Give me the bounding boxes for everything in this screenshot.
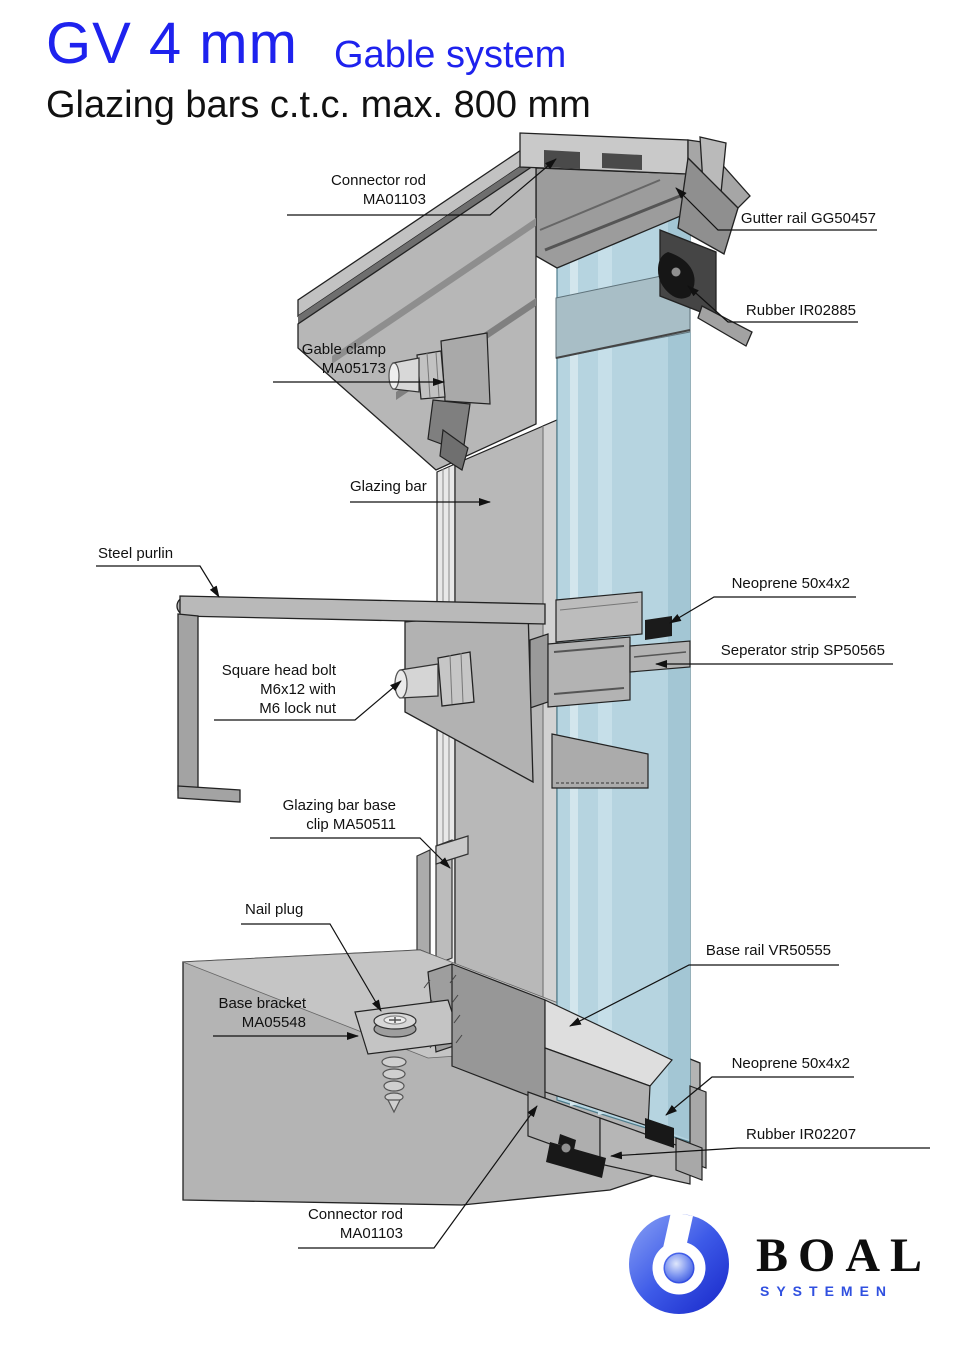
- label-seperator-strip: Seperator strip SP50565: [720, 642, 885, 659]
- gable-clamp-drawing: [388, 332, 491, 471]
- boal-logo-subtitle: SYSTEMEN: [760, 1283, 894, 1299]
- nail-plug-drawing: [373, 1012, 417, 1038]
- boal-logo-icon: [629, 1212, 729, 1314]
- label-gable-clamp: Gable clamp MA05173: [301, 341, 386, 377]
- screw-coil-drawing: [381, 1056, 407, 1114]
- label-rubber-bottom: Rubber IR02207: [746, 1126, 857, 1143]
- label-square-head-bolt: Square head bolt M6x12 with M6 lock nut: [221, 662, 336, 717]
- rubber-ir02207-drawing: [546, 1142, 606, 1178]
- label-steel-purlin: Steel purlin: [98, 545, 174, 562]
- boal-logo-name: BOAL: [756, 1229, 933, 1282]
- label-connector-rod-bottom: Connector rod MA01103: [307, 1206, 403, 1242]
- page-subtitle: Glazing bars c.t.c. max. 800 mm: [46, 84, 591, 126]
- label-gutter-rail: Gutter rail GG50457: [740, 210, 876, 227]
- label-base-bracket: Base bracket MA05548: [218, 995, 306, 1031]
- square-head-bolt-drawing: [394, 651, 475, 707]
- separator-strip-drawing: [529, 591, 691, 789]
- page-system-title: Gable system: [334, 34, 567, 76]
- label-neoprene-bottom: Neoprene 50x4x2: [731, 1055, 850, 1072]
- label-glazing-bar-base-clip: Glazing bar base clip MA50511: [282, 797, 396, 833]
- steel-purlin-drawing: [176, 595, 546, 803]
- base-clip-drawing: [416, 835, 469, 969]
- page-title: GV 4 mm: [46, 11, 298, 76]
- label-rubber-top: Rubber IR02885: [745, 302, 856, 319]
- leader-lines: [96, 158, 930, 1249]
- label-base-rail: Base rail VR50555: [705, 942, 831, 959]
- neoprene-bottom-drawing: [645, 1118, 674, 1148]
- label-glazing-bar: Glazing bar: [350, 478, 427, 495]
- label-connector-rod-top: Connector rod MA01103: [330, 172, 426, 208]
- label-nail-plug: Nail plug: [245, 901, 304, 918]
- label-neoprene-top: Neoprene 50x4x2: [731, 575, 850, 592]
- neoprene-top-drawing: [645, 616, 672, 640]
